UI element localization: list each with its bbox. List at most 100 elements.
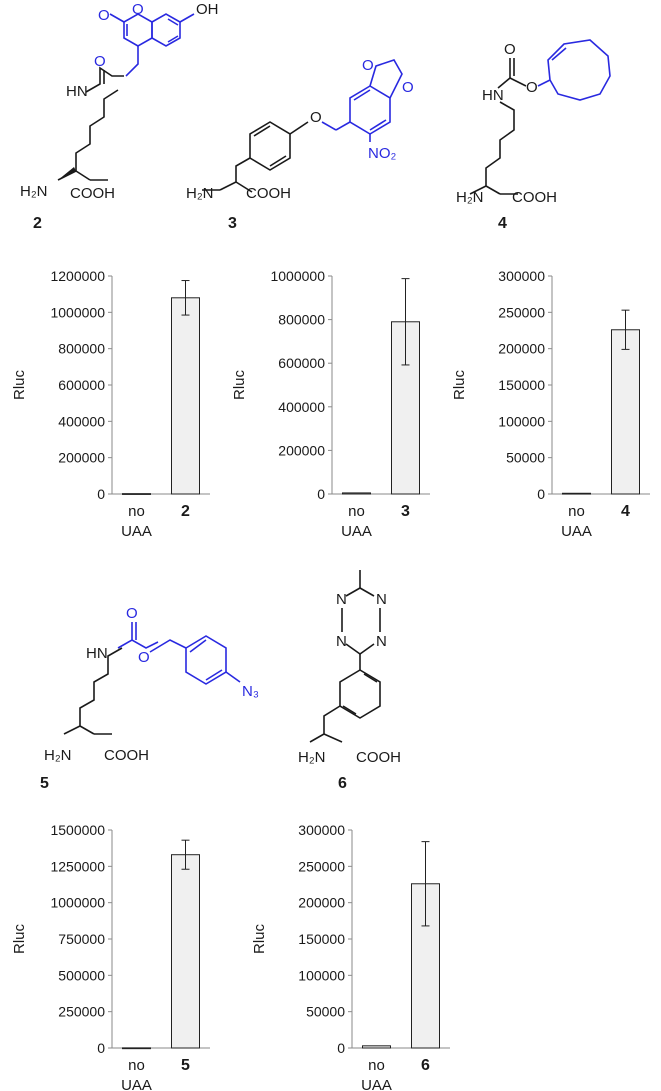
x-tick-label: UAA xyxy=(361,1077,392,1091)
y-tick-label: 300000 xyxy=(498,268,545,284)
atom-hn: HN xyxy=(482,87,504,104)
y-tick-label: 1000000 xyxy=(50,895,105,911)
bar xyxy=(562,492,591,495)
atom-no2: NO₂ xyxy=(368,145,397,162)
chart-compound-5: 0 250000 500000 750000 1000000 1250000 1500000… xyxy=(11,822,210,1091)
y-tick-label: 250000 xyxy=(58,1004,105,1020)
y-tick-label: 0 xyxy=(97,1040,105,1056)
x-tick-label: no xyxy=(568,503,585,520)
atom-h2n: H₂N xyxy=(298,749,326,766)
atom-cooh: COOH xyxy=(512,189,557,206)
y-tick-label: 1500000 xyxy=(50,822,105,838)
atom-h2n: H₂N xyxy=(456,189,484,206)
x-tick-label: 5 xyxy=(181,1057,190,1074)
y-tick-label: 800000 xyxy=(278,312,325,328)
y-tick-label: 750000 xyxy=(58,931,105,947)
y-tick-label: 150000 xyxy=(298,931,345,947)
compound-number-5: 5 xyxy=(40,775,49,792)
y-tick-label: 250000 xyxy=(298,858,345,874)
bar xyxy=(171,297,200,495)
x-tick-label: 3 xyxy=(401,503,410,520)
bar xyxy=(122,1047,151,1050)
y-tick-label: 200000 xyxy=(58,450,105,466)
atom-o-ether: O xyxy=(526,79,538,96)
y-tick-label: 200000 xyxy=(278,442,325,458)
atom-n3: N₃ xyxy=(242,683,259,700)
x-tick-label: UAA xyxy=(341,523,372,540)
atom-h2n: H₂N xyxy=(186,185,214,202)
y-tick-label: 0 xyxy=(317,486,325,502)
compound-number-3: 3 xyxy=(228,215,237,232)
y-tick-label: 1200000 xyxy=(50,268,105,284)
atom-cooh: COOH xyxy=(104,747,149,764)
atom-cooh: COOH xyxy=(70,185,115,202)
atom-o-keto: O xyxy=(126,605,138,622)
y-tick-label: 1000000 xyxy=(270,268,325,284)
compound-number-4: 4 xyxy=(498,215,507,232)
atom-o-lactone: O xyxy=(132,1,144,18)
y-axis-label: Rluc xyxy=(451,370,468,401)
atom-h2n: H₂N xyxy=(44,747,72,764)
atom-n-1: N xyxy=(336,591,347,608)
y-tick-label: 300000 xyxy=(298,822,345,838)
x-tick-label: UAA xyxy=(561,523,592,540)
y-axis-label: Rluc xyxy=(11,370,28,401)
y-tick-label: 150000 xyxy=(498,377,545,393)
atom-o-ether: O xyxy=(138,649,150,666)
x-tick-label: no xyxy=(348,503,365,520)
y-tick-label: 600000 xyxy=(278,355,325,371)
x-tick-label: UAA xyxy=(121,523,152,540)
y-axis-label: Rluc xyxy=(251,924,268,955)
y-tick-label: 0 xyxy=(537,486,545,502)
y-tick-label: 50000 xyxy=(306,1004,345,1020)
y-tick-label: 400000 xyxy=(278,399,325,415)
atom-o-dioxole-1: O xyxy=(362,57,374,74)
y-tick-label: 100000 xyxy=(298,967,345,983)
structure-compound-6: N N N N H₂N COOH 6 xyxy=(298,570,401,792)
y-tick-label: 1000000 xyxy=(50,304,105,320)
structure-compound-3: O O O NO₂ H₂N COOH 3 xyxy=(186,57,414,232)
x-tick-label: 6 xyxy=(421,1057,430,1074)
structure-compound-4: HN O O H₂N COOH 4 xyxy=(456,39,611,232)
y-tick-label: 1250000 xyxy=(50,858,105,874)
y-tick-label: 400000 xyxy=(58,413,105,429)
atom-n-2: N xyxy=(376,591,387,608)
atom-o-dioxole-2: O xyxy=(402,79,414,96)
bar xyxy=(342,492,371,495)
y-tick-label: 250000 xyxy=(498,304,545,320)
atom-n-3: N xyxy=(336,633,347,650)
y-tick-label: 200000 xyxy=(498,341,545,357)
compound-number-6: 6 xyxy=(338,775,347,792)
x-tick-label: no xyxy=(128,1057,145,1074)
x-tick-label: 2 xyxy=(181,503,190,520)
x-tick-label: no xyxy=(128,503,145,520)
atom-hn: HN xyxy=(66,83,88,100)
y-tick-label: 200000 xyxy=(298,895,345,911)
structure-compound-2: HN H₂N COOH O O O O OH 2 xyxy=(20,1,219,232)
x-tick-label: 4 xyxy=(621,503,630,520)
y-tick-label: 50000 xyxy=(506,450,545,466)
atom-cooh: COOH xyxy=(356,749,401,766)
atom-o-carbamate-keto: O xyxy=(94,53,106,70)
x-tick-label: UAA xyxy=(121,1077,152,1091)
bar xyxy=(122,493,151,495)
x-tick-label: no xyxy=(368,1057,385,1074)
y-axis-label: Rluc xyxy=(11,924,28,955)
atom-o-keto: O xyxy=(504,41,516,58)
y-tick-label: 500000 xyxy=(58,967,105,983)
y-tick-label: 800000 xyxy=(58,341,105,357)
y-tick-label: 0 xyxy=(337,1040,345,1056)
compound-number-2: 2 xyxy=(33,215,42,232)
chart-compound-4: 050000100000150000200000250000300000Rluc… xyxy=(451,268,650,540)
y-tick-label: 600000 xyxy=(58,377,105,393)
structure-compound-5: HN O O N₃ H₂N COOH 5 xyxy=(40,605,259,792)
atom-o-ether: O xyxy=(310,109,322,126)
chart-compound-2: 020000040000060000080000010000001200000R… xyxy=(11,268,210,540)
y-axis-label: Rluc xyxy=(231,370,248,401)
atom-o-keto: O xyxy=(98,7,110,24)
chart-compound-6: 0 50000 100000 150000 200000 250000 300000Rluc… xyxy=(251,822,450,1091)
bar xyxy=(171,854,200,1049)
bar xyxy=(362,1045,391,1049)
atom-n-4: N xyxy=(376,633,387,650)
